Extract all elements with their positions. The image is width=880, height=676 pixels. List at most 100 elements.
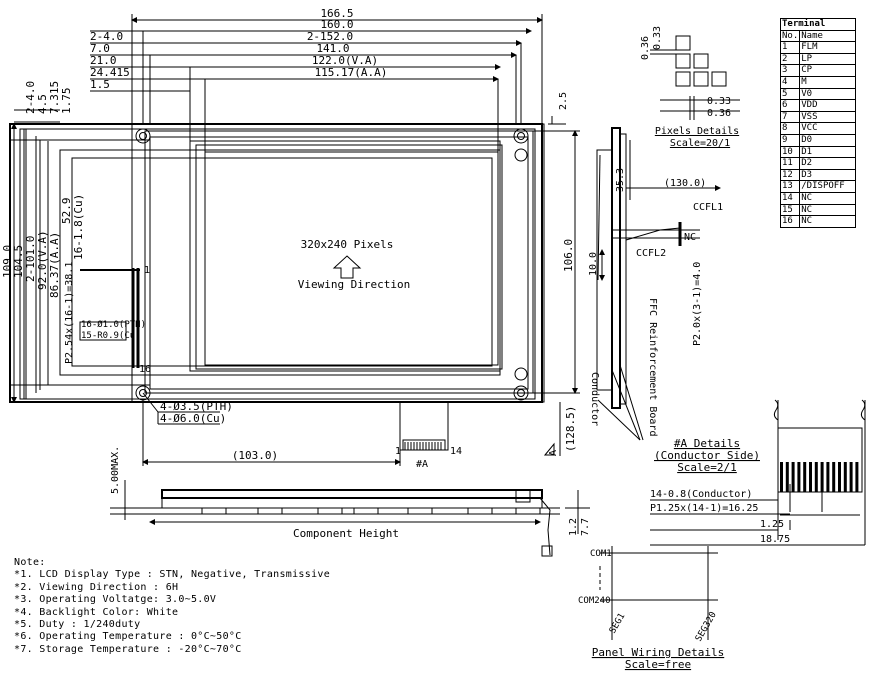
connector-pins [79,268,140,368]
terminal-pin-number: 13 [779,180,801,193]
dim-active-height: 86.37(A.A) [48,232,61,298]
conductor-stripe [838,462,841,492]
dim-left-offset: 24.415 [90,66,130,79]
a-details-subtitle: (Conductor Side) [654,449,760,462]
viewing-direction-label: Viewing Direction [298,278,411,291]
terminal-pin-number: 14 [779,191,801,205]
terminal-pin-name: V0 [799,87,856,101]
dim-pin-width: 16-1.8(Cu) [72,194,85,260]
seg1-label: SEG1 [608,612,628,636]
terminal-pin-name: /DISPOFF [799,180,856,193]
dim-width-total: 166.5 [320,7,353,20]
terminal-pin-name: D2 [799,157,856,170]
front-view: 166.5 160.0 2-152.0 141.0 122.0(V.A) 115… [1,7,580,470]
component-height-label: Component Height [293,527,399,540]
panel-wiring-title: Panel Wiring Details [592,646,724,659]
conductor-stripe [809,462,812,492]
col-no-header: No. [779,29,801,43]
seg320-label: SEG320 [694,610,719,643]
terminal-pin-name: VCC [799,122,856,135]
hole-callout: 4-Ø6.0(Cu) [160,412,226,425]
bottom-view [110,480,590,557]
bottom-dim: 1.2 [568,518,579,536]
conductor-stripe [826,462,830,492]
a-details-drawing [650,399,866,546]
terminal-pin-number: 7 [779,110,801,124]
note-item: *1. LCD Display Type : STN, Negative, Tr… [14,569,331,581]
dim-right-fpc: (128.5) [564,406,577,452]
terminal-pin-number: 8 [779,122,801,135]
terminal-pin-number: 6 [779,99,801,112]
terminal-pin-number: 2 [779,52,801,66]
conductor-stripe [803,462,807,492]
dim-top-offset: 2-4.0 [24,81,37,114]
dim-top-offset: 4.5 [36,94,49,114]
left-top-dimensions [14,109,60,123]
active-area [204,151,499,366]
a-details-dim: 14-0.8(Conductor) [650,489,752,500]
dim-top-offset: 7.315 [48,81,61,114]
terminal-pin-name: M [799,75,856,89]
nc-label: NC [684,232,696,243]
dim-fpc-offset: (103.0) [232,449,278,462]
conductor-stripe [780,462,783,492]
terminal-pin-name: D3 [799,168,856,182]
pixel-dim: 0.33 [652,26,663,50]
dim-left-offset: 21.0 [90,54,117,67]
terminal-pin-number: 9 [779,133,801,147]
terminal-pin-number: 16 [779,215,801,228]
pad-label: 15-R0.9(Cu) [81,331,141,341]
terminal-pin-name: VSS [799,110,856,124]
dim-right-top: 2.5 [558,92,569,110]
a-details-scale: Scale=2/1 [677,461,737,474]
terminal-pin-number: 10 [779,145,801,159]
viewing-area [189,140,501,372]
a-details-dim: 1.25 [760,519,784,530]
fpc-pin-last: 14 [450,446,462,457]
terminal-pin-number: 12 [779,168,801,182]
col-name-header: Name [799,29,856,43]
pixel-details [650,35,740,120]
a-details-dim: P1.25x(14-1)=16.25 [650,503,758,514]
ccfl-pitch: P2.0x(3-1)=4.0 [692,262,703,346]
pixel-details-title: Pixels Details [655,126,739,137]
conductor-stripe [785,462,789,492]
conductor-stripe [820,462,824,492]
dim-viewing-height: 92.0(V.A) [36,230,49,290]
bottom-dim: 7.7 [580,518,591,536]
note-item: *4. Backlight Color: White [14,606,179,618]
dim-right-height: 106.0 [562,239,575,272]
pad-label: 16-Ø1.0(PTH) [81,319,146,330]
terminal-pin-name: NC [799,203,856,217]
dim-left-offset: 1.5 [90,78,110,91]
dim-left-offset: 7.0 [90,42,110,55]
side-dim-tail: (130.0) [664,178,706,189]
terminal-pin-name: CP [799,64,856,77]
bottom-max-height: 5.00MAX. [110,446,121,494]
mounting-holes [135,128,529,401]
section-marker-label: A [548,450,559,456]
side-view [596,127,721,441]
conductor-stripe [797,462,801,492]
conductor-stripe [843,462,847,492]
bezel-outline [149,136,529,390]
dim-width-pcb: 160.0 [320,18,353,31]
terminal-pin-name: FLM [799,41,856,54]
note-item: *2. Viewing Direction : 6H [14,581,179,593]
conductor-stripe [849,462,853,492]
pixel-dim: 0.36 [640,36,651,60]
a-details-dim: 18.75 [760,534,790,545]
dim-pin-pitch: P2.54x(16-1)=38.1 [64,262,75,364]
note-item: *3. Operating Voltatge: 3.0~5.0V [14,594,217,606]
hole-callout: 4-Ø3.5(PTH) [160,400,233,413]
dim-hole-pitch: 2-152.0 [307,30,353,43]
terminal-title: Terminal [780,18,856,31]
top-dimensions [90,14,543,152]
resolution-label: 320x240 Pixels [301,238,394,251]
